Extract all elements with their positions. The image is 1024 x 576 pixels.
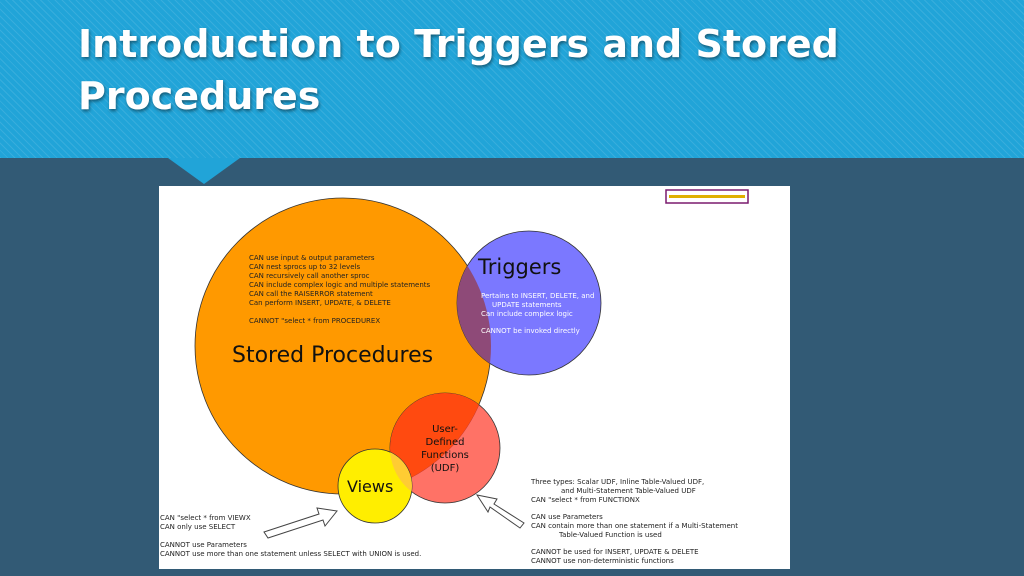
stored-procedures-label: Stored Procedures [232,343,433,368]
triggers-note: Pertains to INSERT, DELETE, and [481,292,594,300]
udf-note: CANNOT use non-deterministic functions [531,557,674,565]
slide-title-line-1: Introduction to Triggers and Stored [78,22,839,66]
udf-note: Three types: Scalar UDF, Inline Table-Va… [530,478,704,486]
venn-diagram-image: CAN use input & output parameters CAN ne… [159,186,790,569]
views-arrow [263,507,338,539]
venn-diagram: CAN use input & output parameters CAN ne… [160,189,749,565]
udf-label-line: Defined [426,437,465,448]
title-banner: Introduction to Triggers and Stored Proc… [0,0,1024,158]
udf-note: Table-Valued Function is used [558,531,662,539]
udf-notes: Three types: Scalar UDF, Inline Table-Va… [530,478,738,565]
sp-note: CAN include complex logic and multiple s… [249,281,431,289]
sp-note: CANNOT "select * from PROCEDUREX [249,317,380,325]
sp-note: CAN recursively call another sproc [249,272,370,280]
triggers-label: Triggers [477,255,561,279]
sp-note: CAN nest sprocs up to 32 levels [249,263,360,271]
views-note: CAN only use SELECT [160,523,236,531]
slide-title-line-2: Procedures [78,74,321,118]
udf-label-line: Functions [421,450,469,461]
views-note: CANNOT use more than one statement unles… [160,550,421,558]
sp-note: Can perform INSERT, UPDATE, & DELETE [249,299,391,307]
udf-label: User- Defined Functions (UDF) [421,424,469,474]
udf-note: CAN "select * from FUNCTIONX [531,496,640,504]
sp-note: CAN use input & output parameters [249,254,375,262]
views-note: CANNOT use Parameters [160,541,247,549]
views-notes: CAN "select * from VIEWX CAN only use SE… [160,514,421,558]
views-note: CAN "select * from VIEWX [160,514,251,522]
udf-note: CAN contain more than one statement if a… [531,522,738,530]
slide-title: Introduction to Triggers and Stored Proc… [78,18,978,122]
udf-label-line: (UDF) [431,463,460,474]
sp-note: CAN call the RAISERROR statement [249,290,373,298]
stored-procedures-notes: CAN use input & output parameters CAN ne… [249,254,431,325]
banner-pointer [168,158,240,184]
triggers-note: CANNOT be invoked directly [481,327,580,335]
udf-note: CAN use Parameters [531,513,603,521]
corner-box-stripe [669,195,745,198]
udf-label-line: User- [432,424,458,435]
udf-arrow [475,494,525,529]
udf-note: CANNOT be used for INSERT, UPDATE & DELE… [531,548,699,556]
udf-note: and Multi-Statement Table-Valued UDF [561,487,696,495]
triggers-notes: Pertains to INSERT, DELETE, and UPDATE s… [481,292,594,335]
views-label: Views [347,477,393,496]
triggers-note: UPDATE statements [492,301,562,309]
triggers-note: Can include complex logic [481,310,573,318]
